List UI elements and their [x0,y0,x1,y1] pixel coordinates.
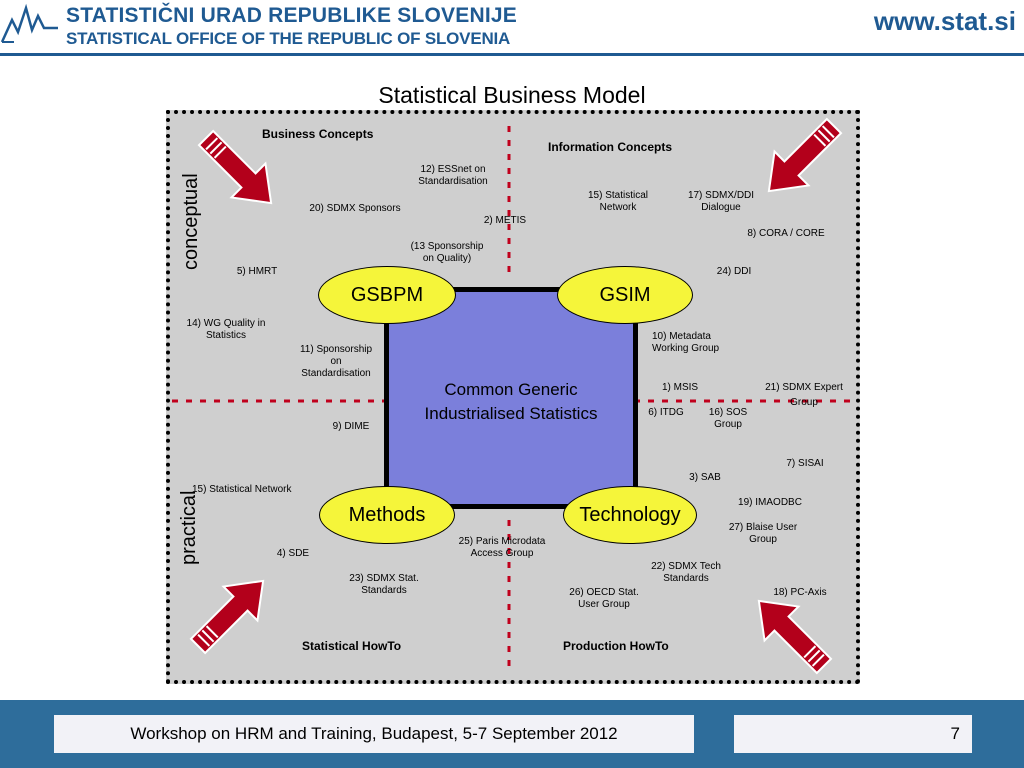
item-sde: 4) SDE [276,548,310,559]
item-sdmx-stat-standards: 23) SDMX Stat. Standards [349,573,419,596]
arrow-icon [189,579,265,655]
header-divider [0,53,1024,56]
org-name-slovene: STATISTIČNI URAD REPUBLIKE SLOVENIJE [66,4,517,27]
item-sdmx-expert-group: 21) SDMX Expert Group [765,382,843,408]
page-number: 7 [734,715,972,753]
org-name-english: STATISTICAL OFFICE OF THE REPUBLIC OF SL… [66,29,511,48]
arrow-icon [767,117,843,193]
item-sos-group: 16) SOS Group [708,407,748,430]
logo-icon [0,3,58,43]
header: STATISTIČNI URAD REPUBLIKE SLOVENIJE STA… [0,0,1024,56]
center-label-line1: Common Generic [444,380,578,399]
ellipse-gsim: GSIM [557,266,693,324]
quadrant-title-information: Information Concepts [548,140,673,154]
item-dime: 9) DIME [332,421,370,432]
item-sponsorship-quality: (13 Sponsorship on Quality) [410,241,484,264]
quadrant-title-business: Business Concepts [262,127,374,141]
website-link[interactable]: www.stat.si [873,6,1016,36]
item-sisai: 7) SISAI [786,458,824,469]
footer-event: Workshop on HRM and Training, Budapest, … [54,715,694,753]
item-sdmx-ddi: 17) SDMX/DDI Dialogue [687,190,755,213]
item-essnet: 12) ESSnet on Standardisation [418,164,488,187]
item-blaise-user-group: 27) Blaise User Group [728,522,798,545]
center-box [384,287,638,509]
item-sdmx-tech-standards: 22) SDMX Tech Standards [651,561,721,584]
ellipse-technology: Technology [563,486,697,544]
item-wg-quality: 14) WG Quality in Statistics [186,318,266,341]
item-oecd-user-group: 26) OECD Stat. User Group [569,587,639,610]
axis-label-practical: practical [178,490,200,565]
item-metadata-working-group: 10) Metadata Working Group [652,331,720,354]
item-sponsorship-standardisation: 11) Sponsorship on Standardisation [299,344,373,379]
item-ddi: 24) DDI [716,266,752,277]
quadrant-title-production-howto: Production HowTo [563,639,669,653]
item-paris-microdata: 25) Paris Microdata Access Group [458,536,546,559]
item-sdmx-sponsors: 20) SDMX Sponsors [309,203,401,214]
center-label: Common Generic Industrialised Statistics [384,378,638,426]
item-statistical-network-5: 15) Statistical Network [192,484,292,495]
item-sab: 3) SAB [689,472,721,483]
quadrant-title-statistical-howto: Statistical HowTo [302,639,402,653]
arrow-icon [197,129,273,205]
item-statistical-network-15: 15) Statistical Network [587,190,649,213]
slide-title: Statistical Business Model [378,82,646,108]
item-imaodbc: 19) IMAODBC [738,497,802,508]
center-label-line2: Industrialised Statistics [424,404,598,423]
ellipse-methods: Methods [319,486,455,544]
item-itdg: 6) ITDG [648,407,684,418]
item-metis: 2) METIS [483,215,527,226]
axis-label-conceptual: conceptual [180,173,202,270]
ellipse-gsbpm: GSBPM [318,266,456,324]
item-msis: 1) MSIS [661,382,699,393]
arrow-icon [757,599,833,675]
item-cora-core: 8) CORA / CORE [747,228,825,239]
item-pc-axis: 18) PC-Axis [773,587,827,598]
item-hmrt: 5) HMRT [236,266,278,277]
